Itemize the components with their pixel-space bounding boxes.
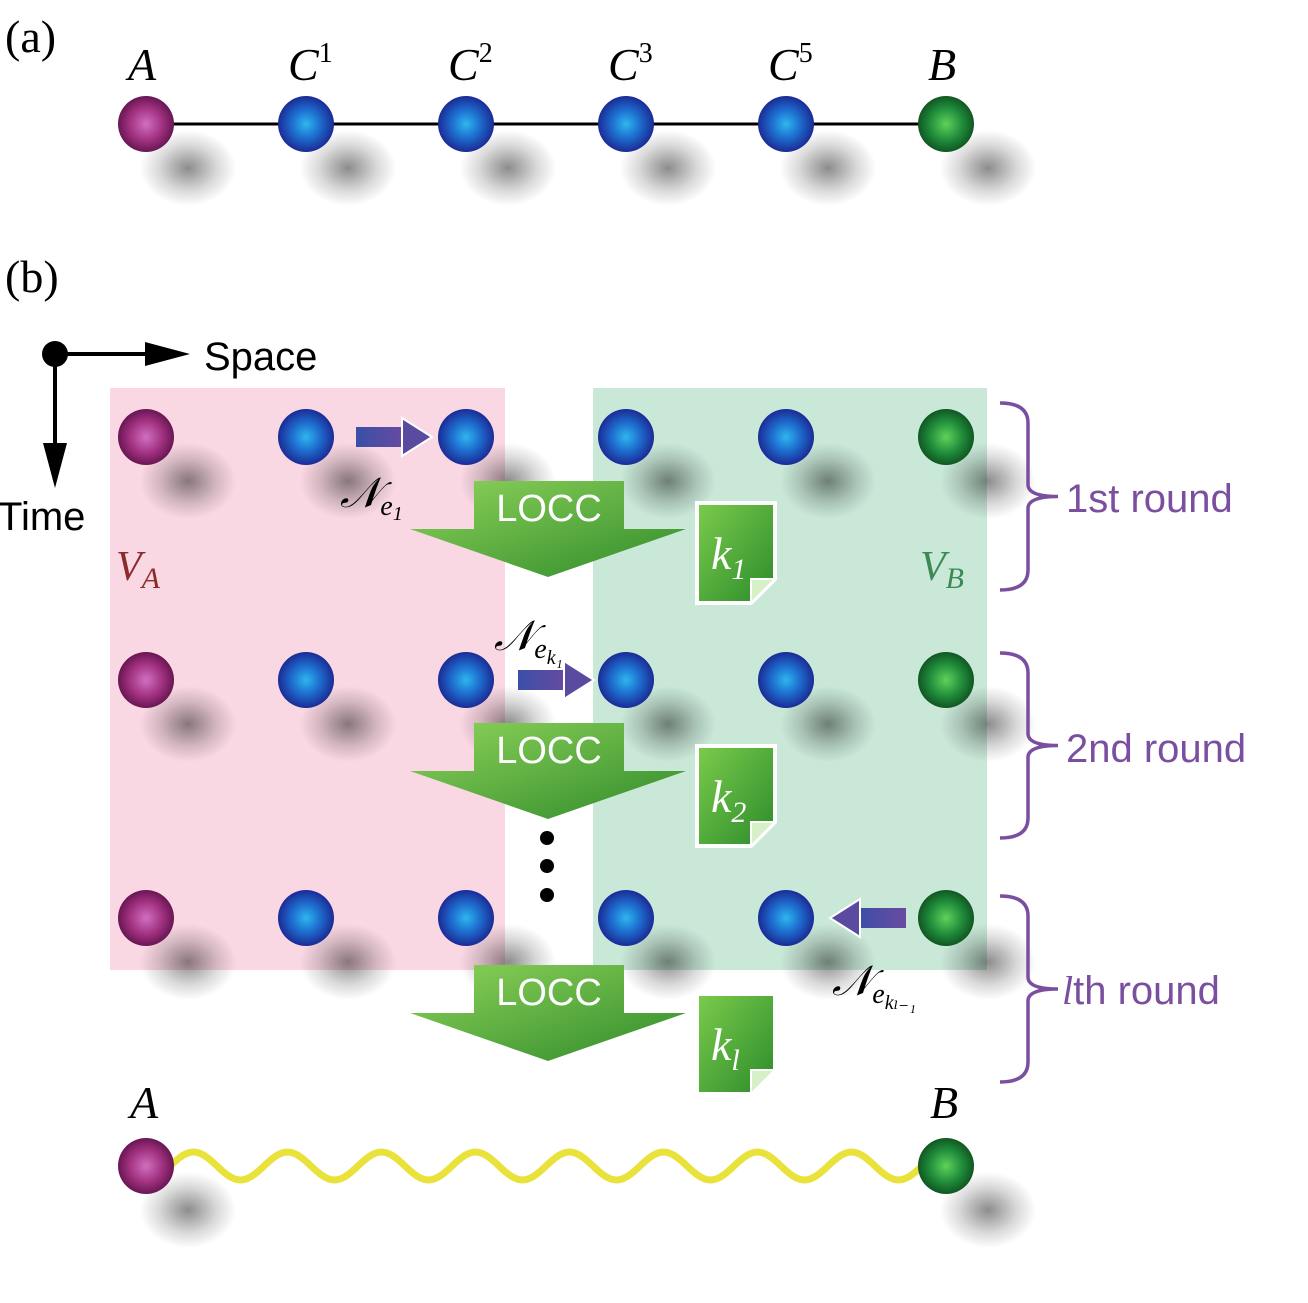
round-label-2: 2nd round — [1066, 727, 1246, 771]
space-arrowhead — [145, 342, 190, 366]
round-label-l: lth round — [1062, 968, 1220, 1013]
key-label-3: kl — [711, 1019, 740, 1077]
chain-node-1 — [278, 96, 396, 206]
grid-node-r0-c0 — [118, 409, 236, 519]
locc-arrow-3: LOCC — [410, 965, 686, 1061]
key-doc-3: kl — [695, 992, 778, 1097]
grid-node-r1-c0 — [118, 652, 236, 762]
key-documents: k1 k2 kl — [695, 501, 778, 1097]
grid-node-r1-c5 — [918, 652, 1036, 762]
grid-node-r0-c3 — [598, 409, 716, 519]
bracket-round-3 — [999, 894, 1059, 1084]
round-label-1: 1st round — [1066, 477, 1233, 521]
locc-label-3: LOCC — [496, 972, 602, 1014]
time-arrowhead — [43, 443, 67, 488]
grid-node-r0-c4 — [758, 409, 876, 519]
locc-label-2: LOCC — [496, 730, 602, 772]
va-label: VA — [116, 544, 161, 595]
panel-a-label: (a) — [5, 11, 56, 62]
grid-node-r1-c3 — [598, 652, 716, 762]
chain-node-label-4: C5 — [768, 38, 813, 90]
grid-node-r2-c3 — [598, 890, 716, 1000]
continuation-dots — [540, 831, 554, 902]
chain-node-label-5: B — [928, 39, 956, 90]
locc-arrows: LOCC LOCC LOCC — [410, 481, 686, 1061]
chain-node-label-1: C1 — [288, 38, 333, 90]
grid-node-r0-c5 — [918, 409, 1036, 519]
bracket-round-1 — [999, 401, 1059, 592]
grid-node-r1-c1 — [278, 652, 396, 762]
chain-node-3 — [598, 96, 716, 206]
vb-label: VB — [920, 544, 964, 595]
key-doc-1: k1 — [695, 501, 778, 606]
time-label: Time — [0, 495, 85, 539]
final-nodes — [118, 1138, 1036, 1248]
key-label-1: k1 — [711, 528, 746, 586]
chain-node-label-3: C3 — [608, 38, 653, 90]
bracket-round-2 — [999, 651, 1059, 840]
grid-node-r2-c0 — [118, 890, 236, 1000]
chain-node-4 — [758, 96, 876, 206]
grid-node-r0-c1 — [278, 409, 396, 519]
round-brackets — [999, 401, 1059, 1084]
key-doc-2: k2 — [695, 744, 778, 849]
chain-node-0 — [118, 96, 236, 206]
grid-node-r2-c4 — [758, 890, 876, 1000]
final-label-a: A — [127, 1077, 159, 1128]
locc-label-1: LOCC — [496, 488, 602, 530]
final-node-b — [918, 1138, 1036, 1248]
channel-arrows — [356, 416, 906, 939]
grid-node-r2-c1 — [278, 890, 396, 1000]
grid-node-r2-c5 — [918, 890, 1036, 1000]
channel-label-round-2: 𝒩ek₁ — [494, 614, 563, 669]
entanglement-wave — [166, 1148, 926, 1184]
panel-a-nodes: A C1 C2 C3 C5 B — [118, 38, 1036, 206]
key-label-2: k2 — [711, 771, 746, 829]
locc-arrow-2: LOCC — [410, 723, 686, 819]
chain-node-5 — [918, 96, 1036, 206]
channel-arrow-round-2 — [518, 659, 596, 701]
grid-node-r1-c4 — [758, 652, 876, 762]
channel-arrow-round-1 — [356, 416, 434, 458]
chain-node-2 — [438, 96, 556, 206]
axes-indicator: Space Time — [0, 335, 317, 539]
panel-b-label: (b) — [5, 251, 59, 302]
final-label-b: B — [930, 1077, 958, 1128]
final-node-a — [118, 1138, 236, 1248]
locc-arrow-1: LOCC — [410, 481, 686, 577]
space-label: Space — [204, 335, 317, 379]
channel-arrow-round-l — [828, 897, 906, 939]
chain-node-label-0: A — [125, 39, 157, 90]
final-pair — [166, 1148, 926, 1184]
chain-node-label-2: C2 — [448, 38, 493, 90]
